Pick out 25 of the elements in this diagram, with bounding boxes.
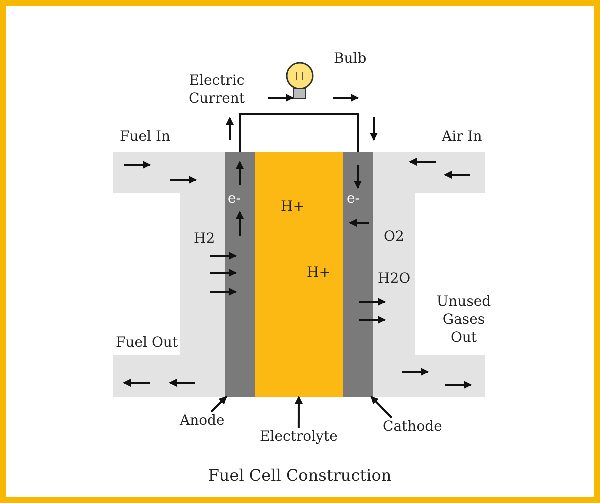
text-label: Unused Gases Out — [436, 293, 492, 348]
text-label: H2O — [378, 270, 411, 288]
ion-label: H+ — [307, 264, 331, 282]
anode-plate — [225, 152, 255, 397]
cathode-plate — [343, 152, 373, 397]
bulb-label: Bulb — [334, 50, 367, 68]
ion-label: e- — [228, 190, 242, 208]
ion-label: e- — [347, 190, 360, 208]
cathode-label: Cathode — [383, 418, 442, 436]
text-label: O2 — [384, 228, 404, 246]
leader-arrow — [210, 396, 228, 413]
electrolyte-layer — [255, 152, 343, 397]
ion-label: H+ — [281, 198, 305, 216]
text-label: Electric Current — [188, 72, 246, 108]
electrolyte-label: Electrolyte — [260, 428, 338, 446]
text-label: H2 — [194, 230, 216, 248]
text-label: Fuel In — [120, 128, 170, 146]
anode-label: Anode — [180, 412, 225, 430]
wire — [300, 113, 359, 152]
leader-arrow — [294, 396, 303, 428]
wire — [239, 113, 300, 152]
text-label: Air In — [442, 128, 482, 146]
leader-arrow — [370, 396, 393, 419]
caption: Fuel Cell Construction — [207, 466, 393, 487]
text-label: Fuel Out — [116, 334, 178, 352]
